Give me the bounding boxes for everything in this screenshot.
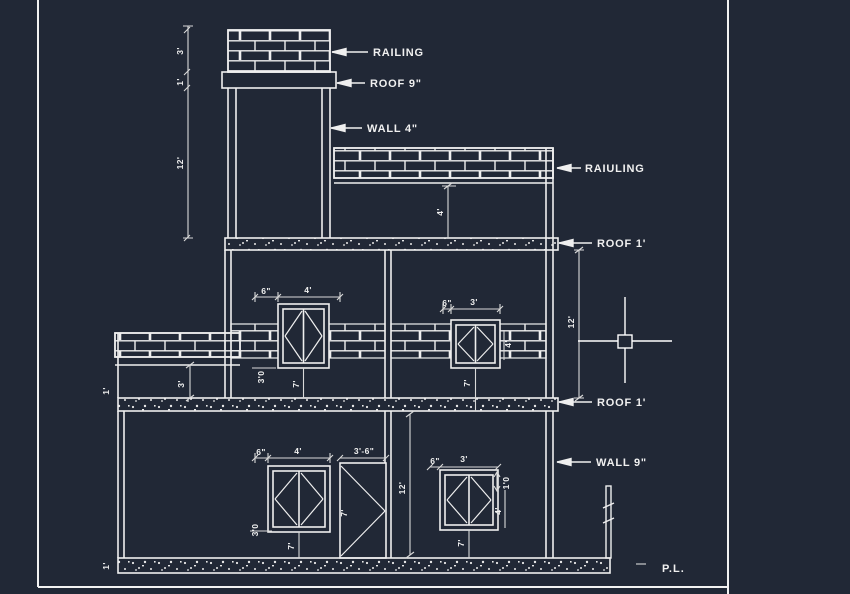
roof-slab-2	[117, 397, 559, 412]
label-wall-9: WALL 9"	[596, 457, 647, 469]
sheet-frame	[37, 0, 729, 594]
label-roof-1-mid: ROOF 1'	[597, 238, 646, 250]
label-raiuling: RAIULING	[585, 163, 645, 175]
casement-symbol	[274, 472, 324, 526]
tower-roof-band	[221, 71, 337, 89]
dim-winD-width: 3'	[460, 454, 468, 464]
second-floor-walls	[224, 148, 554, 398]
label-railing: RAILING	[373, 47, 424, 59]
dim-winD-band: 1'0	[501, 477, 511, 490]
dim-tower-roof-thickness: 1'	[175, 78, 185, 86]
dim-tower-railing-height: 3'	[175, 47, 185, 55]
dim-winA-sill: 3'0	[256, 371, 266, 384]
dim-winC-offset: 6"	[256, 447, 266, 457]
dim-tower-wall-height: 12'	[175, 157, 185, 170]
casement-symbol	[284, 310, 323, 362]
dim-winA-width: 4'	[304, 285, 312, 295]
terrace-railing-brick	[333, 147, 554, 179]
plinth-slab	[117, 557, 611, 574]
dim-slab2-thickness: 1'	[101, 387, 111, 395]
casement-symbol	[457, 326, 494, 362]
plot-line-post	[602, 485, 615, 559]
tower-parapet-brick	[227, 29, 331, 73]
label-roof-1-low: ROOF 1'	[597, 397, 646, 409]
dim-winC-sill: 3'0	[250, 524, 260, 537]
stair-tower	[221, 29, 337, 238]
crosshair-cursor	[578, 297, 672, 383]
dim-door-height: 7'	[339, 509, 349, 517]
dim-winD-height: 4'	[493, 507, 503, 515]
dim-winA-offset: 6"	[261, 286, 271, 296]
dim-winB-lintel: 7'	[462, 379, 472, 387]
label-wall-4: WALL 4"	[367, 123, 418, 135]
leader-arrows	[330, 47, 592, 467]
dim-ground-floor-height: 12'	[397, 482, 407, 495]
dim-winD-lintel: 7'	[456, 539, 466, 547]
dim-winD-offset: 6"	[430, 456, 440, 466]
terrace-railing	[333, 147, 554, 184]
balcony	[114, 332, 241, 398]
label-plot-line: P.L.	[662, 563, 685, 575]
ground-floor-walls	[117, 411, 554, 558]
dimension-lines	[183, 25, 646, 565]
dim-floor2-height: 12'	[566, 316, 576, 329]
dim-winB-width: 3'	[470, 297, 478, 307]
dim-winA-lintel: 7'	[291, 380, 301, 388]
dim-winC-width: 4'	[294, 446, 302, 456]
dim-terrace: 4'	[435, 208, 445, 216]
dim-plinth-thickness: 1'	[101, 562, 111, 570]
dim-winB-offset: 6"	[442, 298, 452, 308]
dim-winB-height: 4'	[503, 340, 513, 348]
balcony-railing-brick	[114, 332, 241, 358]
casement-symbol	[446, 476, 492, 524]
dim-winC-lintel: 7'	[286, 542, 296, 550]
window-mid-right	[450, 319, 501, 369]
dim-balcony: 3'	[176, 380, 186, 388]
window-ground-left	[267, 465, 331, 533]
roof-slab-1	[224, 237, 559, 251]
dim-door-width: 3'-6"	[354, 446, 374, 456]
door	[339, 462, 387, 559]
label-roof-9: ROOF 9"	[370, 78, 422, 90]
window-ground-right	[439, 469, 499, 531]
window-mid-left	[277, 303, 330, 369]
pickbox	[617, 334, 633, 349]
balcony-railing-outline	[114, 332, 241, 358]
